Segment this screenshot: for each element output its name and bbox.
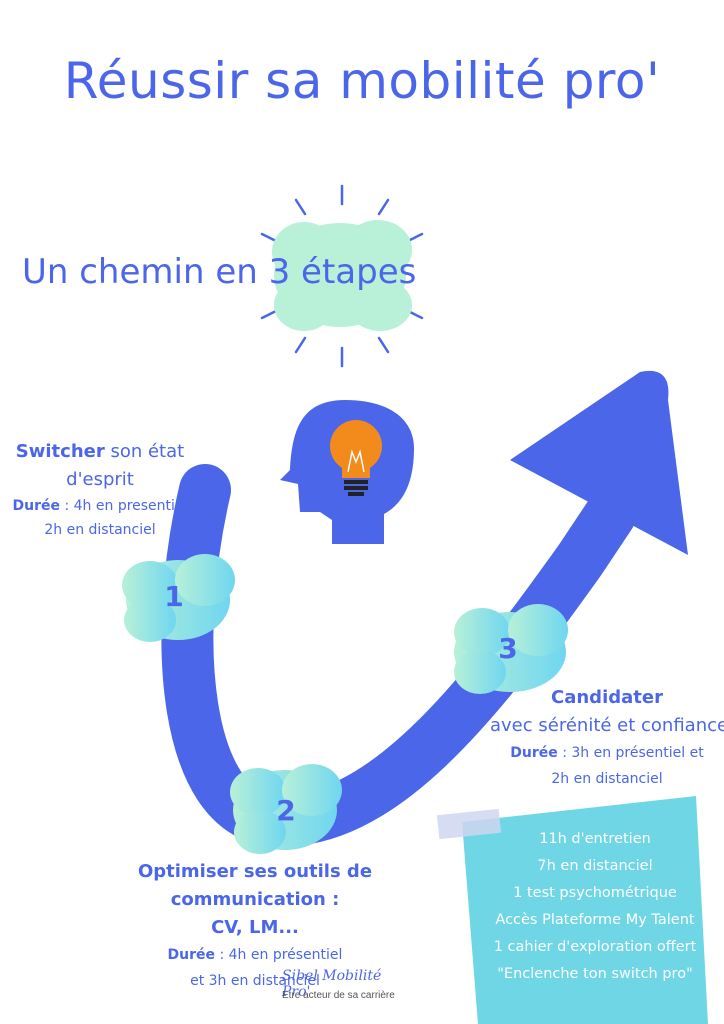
note-text: 11h d'entretien 7h en distanciel 1 test … — [470, 826, 720, 988]
step-1-title-line2: d'esprit — [66, 469, 134, 490]
note-line: 1 test psychométrique — [513, 885, 677, 901]
step-3-block: Candidater avec sérénité et confiance Du… — [490, 684, 724, 792]
cloud-icon — [122, 554, 235, 642]
step-2-duration: Durée : 4h en présentiel — [167, 947, 343, 963]
note-line: 11h d'entretien — [539, 831, 651, 847]
step-2-duration-line2: et 3h en distanciel — [190, 973, 320, 989]
page-title: Réussir sa mobilité pro' — [63, 52, 661, 110]
step-number-1: 1 — [164, 580, 184, 613]
step-3-duration-line2: 2h en distanciel — [551, 771, 663, 787]
brand-name: Sibel Mobilité Pro' — [282, 968, 382, 1000]
note-line: 1 cahier d'exploration offert — [493, 939, 697, 955]
lightbulb-icon — [330, 420, 382, 496]
brand-tagline: Etre acteur de sa carrière — [282, 990, 395, 1001]
cloud-icon — [454, 604, 568, 694]
note-card — [436, 796, 708, 1024]
step-1-duration-line2: 2h en distanciel — [44, 522, 156, 538]
step-3-title-line2: avec sérénité et confiance — [490, 715, 724, 736]
step-number-2: 2 — [276, 794, 296, 827]
step-3-duration: Durée : 3h en présentiel et — [510, 745, 704, 761]
subtitle: Un chemin en 3 étapes — [22, 252, 417, 292]
note-line: Accès Plateforme My Talent — [495, 912, 695, 928]
cloud-icon — [230, 764, 342, 854]
step-1-duration: Durée : 4h en presentiel — [12, 498, 188, 514]
step-3-title: Candidater — [551, 687, 663, 708]
cloud-icon — [272, 220, 412, 331]
step-1-title: Switcher son état — [15, 441, 185, 462]
note-line: "Enclenche ton switch pro" — [497, 966, 693, 982]
step-2-block: Optimiser ses outils de communication : … — [60, 858, 450, 994]
step-2-title: Optimiser ses outils de communication : — [137, 861, 373, 910]
step-2-title-line2: CV, LM... — [211, 917, 299, 938]
step-1-block: Switcher son état d'esprit Durée : 4h en… — [0, 438, 200, 542]
note-line: 7h en distanciel — [537, 858, 653, 874]
step-number-3: 3 — [498, 632, 518, 665]
